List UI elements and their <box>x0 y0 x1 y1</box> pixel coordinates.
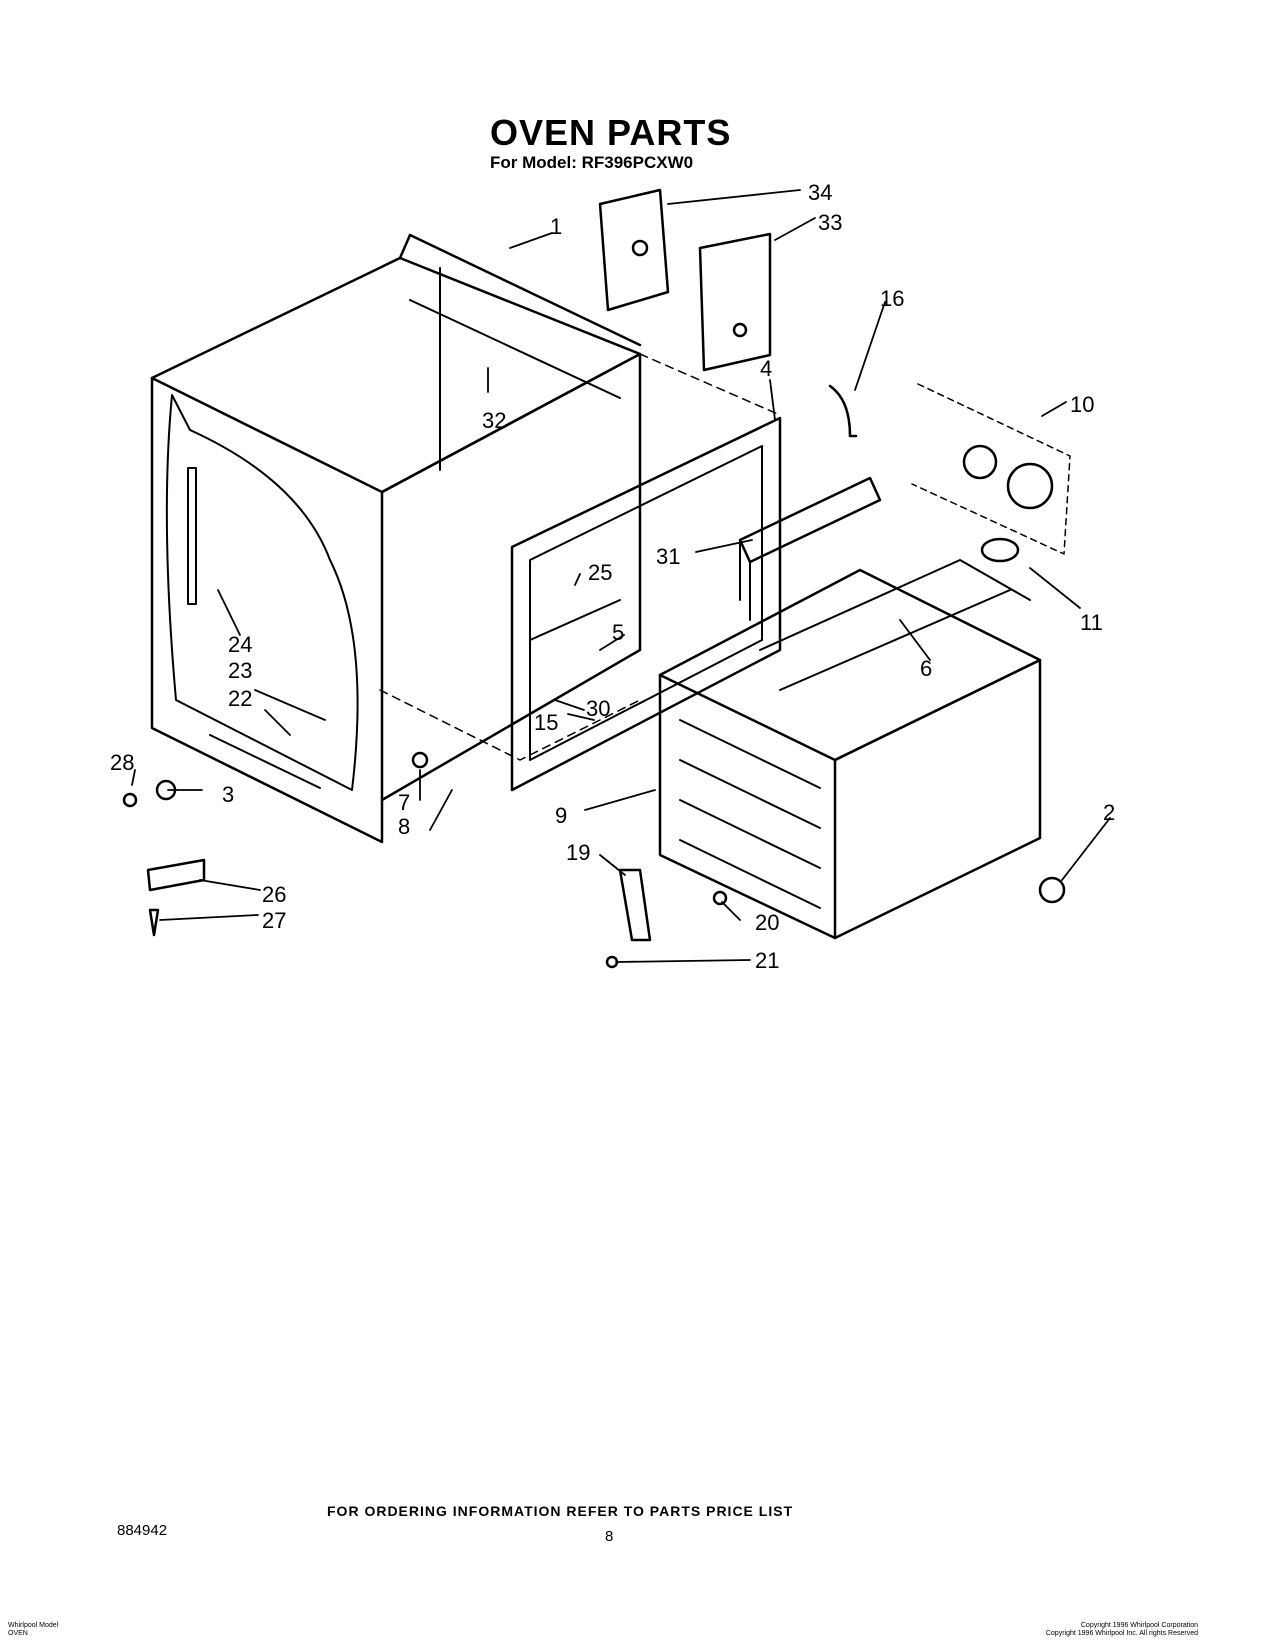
panel-34 <box>598 188 670 312</box>
label-9: 9 <box>555 803 567 828</box>
label-10: 10 <box>1070 392 1094 417</box>
fine-print-right: Copyright 1996 Whirlpool Corporation Cop… <box>1046 1622 1198 1638</box>
label-33: 33 <box>818 210 842 235</box>
light-assembly <box>911 383 1071 563</box>
label-26: 26 <box>262 882 286 907</box>
document-number: 884942 <box>117 1522 168 1539</box>
fine-print-right-line-1: Copyright 1996 Whirlpool Corporation <box>1080 1622 1198 1629</box>
label-27: 27 <box>262 908 286 933</box>
panel-33 <box>698 232 772 372</box>
label-23: 23 <box>228 658 252 683</box>
label-2: 2 <box>1103 800 1115 825</box>
label-25: 25 <box>588 560 612 585</box>
page-number: 8 <box>605 1528 614 1545</box>
label-7: 7 <box>398 790 410 815</box>
label-8: 8 <box>398 814 410 839</box>
label-19: 19 <box>566 840 590 865</box>
page-title: OVEN PARTS <box>490 112 732 153</box>
fine-print-left: Whirlpool Model OVEN <box>8 1622 58 1638</box>
part-callouts: 1 2 3 4 5 6 7 8 9 10 11 15 16 19 20 21 2… <box>110 180 1115 973</box>
tube-16 <box>828 384 858 438</box>
label-31: 31 <box>656 544 680 569</box>
label-21: 21 <box>755 948 779 973</box>
label-28: 28 <box>110 750 134 775</box>
label-22: 22 <box>228 686 252 711</box>
label-34: 34 <box>808 180 832 205</box>
label-20: 20 <box>755 910 779 935</box>
oven-cabinet <box>150 233 781 844</box>
broil-burner-box <box>738 476 882 621</box>
label-16: 16 <box>880 286 904 311</box>
label-4: 4 <box>760 356 772 381</box>
label-6: 6 <box>920 656 932 681</box>
ordering-note: FOR ORDERING INFORMATION REFER TO PARTS … <box>327 1503 794 1519</box>
label-5: 5 <box>612 620 624 645</box>
fine-print-left-line-1: Whirlpool Model <box>8 1622 59 1629</box>
leader-lines <box>131 189 1111 963</box>
model-subtitle: For Model: RF396PCXW0 <box>490 153 694 172</box>
label-11: 11 <box>1080 610 1103 635</box>
front-frame <box>510 416 782 792</box>
label-32: 32 <box>482 408 506 433</box>
label-24: 24 <box>228 632 252 657</box>
label-30: 30 <box>586 696 610 721</box>
oven-liner <box>658 559 1042 940</box>
label-3: 3 <box>222 782 234 807</box>
label-15: 15 <box>534 710 558 735</box>
fine-print-left-line-2: OVEN <box>8 1630 28 1637</box>
fine-print-right-line-2: Copyright 1996 Whirlpool Inc. All rights… <box>1045 1630 1198 1637</box>
label-1: 1 <box>550 214 562 239</box>
